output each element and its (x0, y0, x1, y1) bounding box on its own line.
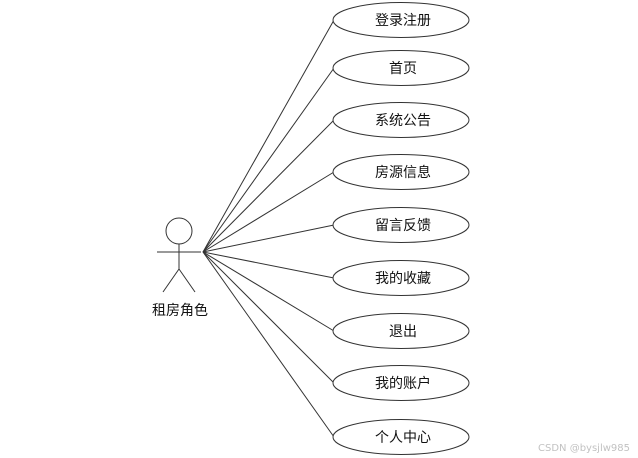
actor-head (165, 217, 193, 245)
use-case-ellipse (332, 365, 470, 401)
use-case: 个人中心 (332, 419, 470, 455)
association-line (202, 224, 335, 253)
use-case-ellipse (332, 260, 470, 296)
association-line (202, 119, 335, 253)
use-case-ellipse (332, 313, 470, 349)
association-line (202, 251, 335, 279)
actor-figure: 租房角色 (152, 217, 208, 319)
association-lines (202, 19, 335, 438)
use-case-label: 我的收藏 (375, 271, 431, 287)
actor-right-leg (178, 268, 196, 293)
use-case: 登录注册 (332, 2, 470, 38)
use-case-ellipse (332, 102, 470, 138)
actor-label: 租房角色 (152, 302, 208, 319)
use-case-label: 个人中心 (375, 430, 431, 446)
use-case-label: 留言反馈 (375, 218, 431, 234)
use-case-label: 登录注册 (375, 13, 431, 29)
use-case-ellipse (332, 419, 470, 455)
association-line (202, 171, 335, 253)
use-case-label: 我的账户 (375, 375, 431, 392)
actor-left-leg (162, 268, 180, 293)
use-case: 首页 (332, 50, 470, 86)
use-case-label: 房源信息 (375, 164, 431, 181)
association-line (202, 251, 335, 438)
association-line (202, 19, 335, 253)
use-case: 系统公告 (332, 102, 470, 138)
association-line (202, 67, 335, 253)
use-case-label: 系统公告 (375, 113, 431, 129)
use-case: 留言反馈 (332, 207, 470, 243)
use-case-ellipse (332, 50, 470, 86)
use-case: 退出 (332, 313, 470, 349)
use-case-ellipse (332, 154, 470, 190)
use-case: 我的账户 (332, 365, 470, 401)
association-line (202, 251, 335, 332)
use-case: 房源信息 (332, 154, 470, 190)
association-line (202, 251, 335, 384)
watermark-text: CSDN @bysjlw985 (538, 443, 630, 454)
use-case-label: 退出 (389, 324, 417, 340)
use-case-label: 首页 (389, 61, 417, 77)
use-case: 我的收藏 (332, 260, 470, 296)
use-case-ellipse (332, 2, 470, 38)
use-case-ellipse (332, 207, 470, 243)
